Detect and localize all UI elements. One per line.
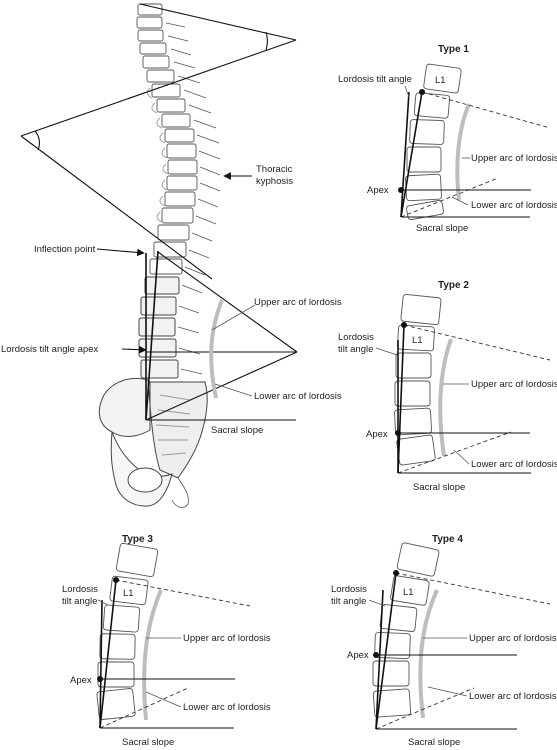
type4-apex-label: Apex — [347, 650, 369, 661]
type4-upper-arc-label: Upper arc of lordosis — [469, 633, 557, 644]
thoracic-kyphosis-annotation: Thoracic kyphosis — [223, 164, 293, 187]
type4-apex-point — [373, 652, 379, 658]
type1-apex-label: Apex — [367, 185, 389, 196]
type3-title: Type 3 — [122, 534, 153, 545]
type1-lower-arc-label: Lower arc of lordosis — [471, 200, 557, 211]
type1-tilt-angle-label: Lordosis tilt angle — [338, 74, 412, 85]
main-sacral-slope-label: Sacral slope — [211, 425, 263, 436]
apex-annotation: Lordosis tilt angle apex — [1, 344, 147, 355]
type3-apex-point — [97, 676, 103, 682]
type2-title: Type 2 — [438, 280, 469, 291]
main-upper-arc-label: Upper arc of lordosis — [254, 297, 342, 308]
type1-diagram: Type 1 L1 Lordosis tilt angle Apex Upper… — [338, 44, 557, 234]
type1-sacral-slope-label: Sacral slope — [416, 223, 468, 234]
type3-tilt-angle-label-line2: tilt angle — [62, 596, 97, 607]
type4-diagram: Type 4 L1 Lordosis tilt angle Apex Upper… — [331, 534, 557, 748]
type2-l1-label: L1 — [412, 335, 423, 346]
type2-diagram: Type 2 L1 Lordosis tilt angle Apex Upper… — [338, 280, 557, 493]
inflection-point-annotation: Inflection point — [34, 244, 145, 257]
type2-tilt-angle-label-line1: Lordosis — [338, 332, 374, 343]
type2-upper-arc-label: Upper arc of lordosis — [471, 379, 557, 390]
type2-tilt-angle-label-line2: tilt angle — [338, 344, 373, 355]
type4-tilt-angle-label-line2: tilt angle — [331, 596, 366, 607]
type4-l1-label: L1 — [403, 587, 414, 598]
main-spine-figure: Thoracic kyphosis Inflection point Lordo… — [1, 3, 342, 508]
main-construction-lines — [20, 3, 298, 421]
type2-lower-arc-label: Lower arc of lordosis — [471, 459, 557, 470]
type4-lower-arc-label: Lower arc of lordosis — [469, 691, 557, 702]
type3-lower-arc-label: Lower arc of lordosis — [183, 702, 271, 713]
type3-apex-label: Apex — [70, 675, 92, 686]
type1-apex-point — [398, 187, 404, 193]
type2-apex-label: Apex — [366, 429, 388, 440]
type4-tilt-angle-label-line1: Lordosis — [331, 584, 367, 595]
spine-column — [136, 3, 221, 379]
type4-title: Type 4 — [432, 534, 463, 545]
type3-diagram: Type 3 L1 Lordosis tilt angle Apex Upper… — [62, 534, 271, 748]
type1-upper-arc-label: Upper arc of lordosis — [471, 153, 557, 164]
thoracic-kyphosis-label-line1: Thoracic — [256, 164, 293, 175]
type3-l1-label: L1 — [123, 588, 134, 599]
type2-apex-point — [395, 430, 401, 436]
type3-sacral-slope-label: Sacral slope — [122, 737, 174, 748]
type4-sacral-slope-label: Sacral slope — [408, 737, 460, 748]
type1-l1-label: L1 — [435, 75, 446, 86]
lordosis-apex-label: Lordosis tilt angle apex — [1, 344, 98, 355]
type4-l1-point — [393, 570, 399, 576]
pelvis-illustration — [98, 377, 208, 508]
type3-tilt-angle-label-line1: Lordosis — [62, 584, 98, 595]
type1-title: Type 1 — [438, 44, 469, 55]
type1-l1-point — [419, 89, 425, 95]
type2-l1-point — [401, 322, 407, 328]
type3-upper-arc-label: Upper arc of lordosis — [183, 633, 271, 644]
type2-sacral-slope-label: Sacral slope — [413, 482, 465, 493]
main-lower-arc-label: Lower arc of lordosis — [254, 391, 342, 402]
type3-l1-point — [113, 577, 119, 583]
inflection-point-label: Inflection point — [34, 244, 96, 255]
thoracic-kyphosis-label-line2: kyphosis — [256, 176, 293, 187]
